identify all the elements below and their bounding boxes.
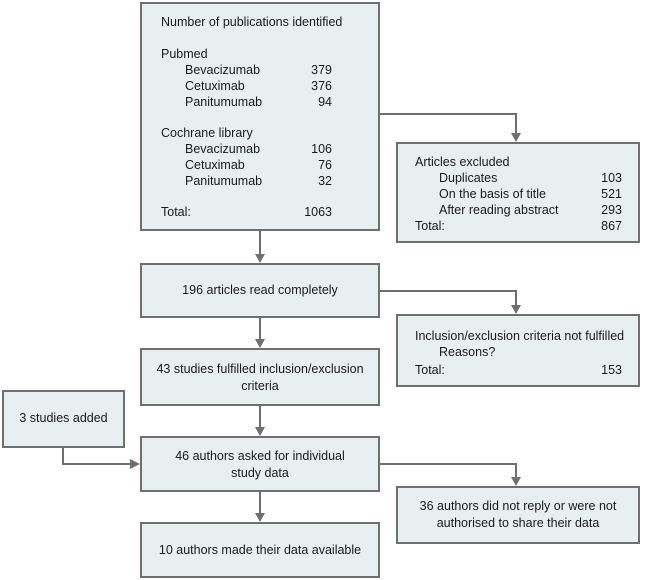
studies-added-box: 3 studies added xyxy=(2,390,125,448)
cochrane-heading-row: Cochrane library xyxy=(142,125,378,141)
cochrane-row: Bevacizumab 106 xyxy=(142,141,378,157)
reasons-row: Reasons? xyxy=(398,344,638,360)
exclusion-count: 293 xyxy=(601,203,622,217)
data-available-text: 10 authors made their data available xyxy=(158,543,362,557)
arrowhead xyxy=(130,459,140,469)
studies-added-text: 3 studies added xyxy=(19,411,108,425)
reasons-text: Reasons? xyxy=(439,345,496,359)
total-value: 1063 xyxy=(304,205,332,219)
exclusion-reason: Duplicates xyxy=(439,171,498,185)
cochrane-row: Cetuximab 76 xyxy=(142,157,378,173)
criteria-title: Inclusion/exclusion criteria not fulfill… xyxy=(415,329,625,343)
criteria-not-fulfilled-box: Inclusion/exclusion criteria not fulfill… xyxy=(396,314,640,387)
publication-count: 76 xyxy=(318,158,332,172)
pubmed-heading: Pubmed xyxy=(161,47,208,61)
pubmed-row: Panitumumab 94 xyxy=(142,94,378,110)
authors-no-reply-box: 36 authors did not reply or were not aut… xyxy=(396,486,640,544)
articles-read-text: 196 articles read completely xyxy=(182,283,338,297)
pubmed-heading-row: Pubmed xyxy=(142,46,378,62)
total-value: 867 xyxy=(601,219,622,233)
criteria-title-row: Inclusion/exclusion criteria not fulfill… xyxy=(398,328,638,344)
studies-fulfilled-box: 43 studies fulfilled inclusion/exclusion… xyxy=(140,348,380,406)
excluded-title-row: Articles excluded xyxy=(398,154,638,170)
exclusion-count: 521 xyxy=(601,187,622,201)
arrowhead xyxy=(255,427,265,436)
articles-excluded-box: Articles excluded Duplicates 103 On the … xyxy=(396,142,640,243)
arrowhead xyxy=(511,477,521,486)
identified-total-row: Total: 1063 xyxy=(142,204,378,220)
excluded-row: After reading abstract 293 xyxy=(398,202,638,218)
arrowhead xyxy=(511,305,521,314)
publications-identified-box: Number of publications identified Pubmed… xyxy=(140,2,380,231)
identified-title: Number of publications identified xyxy=(161,15,343,29)
exclusion-reason: After reading abstract xyxy=(439,203,559,217)
exclusion-reason: On the basis of title xyxy=(439,187,547,201)
total-label: Total: xyxy=(415,219,445,233)
drug-name: Panitumumab xyxy=(185,174,263,188)
criteria-total-row: Total: 153 xyxy=(398,362,638,378)
excluded-row: On the basis of title 521 xyxy=(398,186,638,202)
publication-count: 94 xyxy=(318,95,332,109)
cochrane-row: Panitumumab 32 xyxy=(142,173,378,189)
no-reply-line2: authorised to share their data xyxy=(436,516,600,530)
pubmed-row: Bevacizumab 379 xyxy=(142,62,378,78)
total-value: 153 xyxy=(601,363,622,377)
drug-name: Bevacizumab xyxy=(185,63,261,77)
publication-count: 376 xyxy=(311,79,332,93)
drug-name: Cetuximab xyxy=(185,79,245,93)
publication-count: 379 xyxy=(311,63,332,77)
pubmed-row: Cetuximab 376 xyxy=(142,78,378,94)
arrowhead xyxy=(255,339,265,348)
excluded-row: Duplicates 103 xyxy=(398,170,638,186)
asked-line2: study data xyxy=(231,466,289,480)
publication-count: 106 xyxy=(311,142,332,156)
total-label: Total: xyxy=(415,363,445,377)
fulfilled-line2: criteria xyxy=(241,379,279,393)
fulfilled-line1: 43 studies fulfilled inclusion/exclusion xyxy=(156,362,364,376)
identified-title-row: Number of publications identified xyxy=(142,14,378,30)
arrowhead xyxy=(511,133,521,142)
publication-count: 32 xyxy=(318,174,332,188)
articles-read-box: 196 articles read completely xyxy=(140,263,380,318)
cochrane-heading: Cochrane library xyxy=(161,126,253,140)
asked-line1: 46 authors asked for individual xyxy=(175,449,345,463)
data-available-box: 10 authors made their data available xyxy=(140,522,380,578)
excluded-title: Articles excluded xyxy=(415,155,510,169)
drug-name: Panitumumab xyxy=(185,95,263,109)
exclusion-count: 103 xyxy=(601,171,622,185)
total-label: Total: xyxy=(161,205,191,219)
excluded-total-row: Total: 867 xyxy=(398,218,638,234)
arrowhead xyxy=(255,254,265,263)
no-reply-line1: 36 authors did not reply or were not xyxy=(419,499,617,513)
drug-name: Cetuximab xyxy=(185,158,245,172)
arrowhead xyxy=(255,513,265,522)
authors-asked-box: 46 authors asked for individual study da… xyxy=(140,436,380,492)
drug-name: Bevacizumab xyxy=(185,142,261,156)
